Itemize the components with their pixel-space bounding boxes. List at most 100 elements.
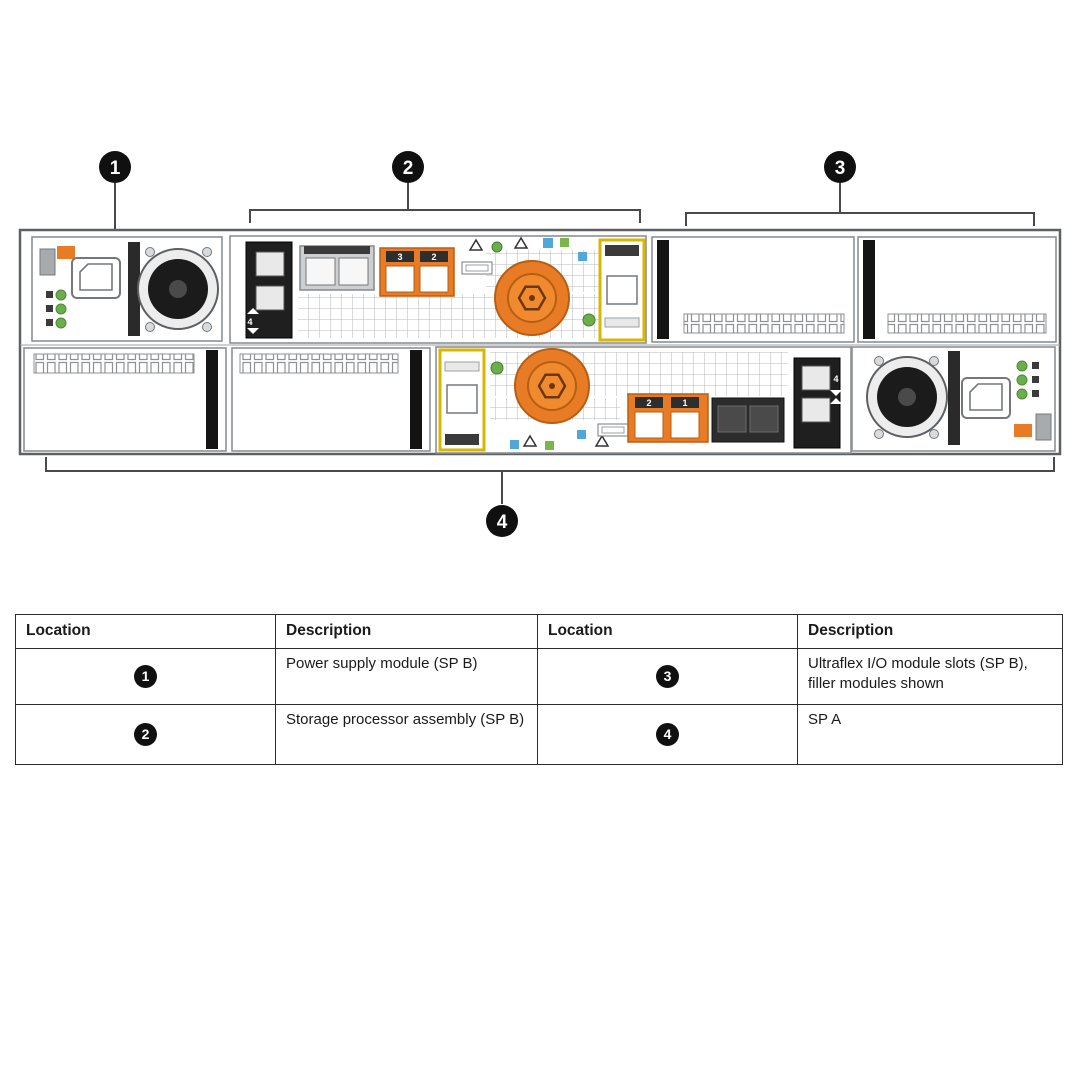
- sfp-cage: [711, 397, 785, 443]
- callout-2-number: 2: [403, 158, 414, 179]
- callout-4: 4: [45, 457, 1055, 537]
- filler-module-bottom-mid: [231, 347, 431, 452]
- sas-ports-module: 4: [793, 357, 842, 449]
- screw-icon: [874, 356, 884, 366]
- led-green-icon: [491, 241, 503, 253]
- callout-badge-4: 4: [656, 722, 679, 746]
- psu-connector: [1035, 413, 1052, 441]
- ethernet-ports-orange: 3 2: [379, 247, 455, 297]
- warning-triangle-icon: [513, 236, 529, 249]
- legend-header-row: Location Description Location Descriptio…: [15, 614, 1063, 649]
- location-cell: 2: [15, 703, 276, 765]
- warning-triangle-icon: [594, 434, 610, 447]
- callout-4-bracket: [45, 457, 1055, 472]
- led-green-icon: [490, 361, 504, 375]
- green-marker-icon: [545, 441, 554, 450]
- locking-knob: [494, 260, 570, 336]
- location-cell: 1: [15, 647, 276, 705]
- filler-latch-bar: [410, 350, 422, 449]
- filler-module-top-right: [857, 236, 1057, 343]
- callout-2-bracket: [249, 209, 641, 223]
- callout-3: 3: [685, 151, 1035, 226]
- screw-icon: [145, 322, 155, 332]
- blue-marker-icon: [543, 238, 553, 248]
- port-number: 2: [431, 252, 436, 262]
- location-cell: 4: [537, 703, 798, 765]
- ac-inlet: [961, 377, 1011, 419]
- arrow-down-icon: [247, 328, 259, 334]
- screw-icon: [929, 429, 939, 439]
- callout-2: 2: [249, 151, 641, 223]
- ethernet-ports-orange: 2 1: [627, 393, 709, 443]
- description-cell: Power supply module (SP B): [275, 647, 538, 705]
- col-header-description-left: Description: [275, 614, 538, 649]
- legend-table-wrap: Location Description Location Descriptio…: [15, 614, 1063, 765]
- psu-connector: [39, 248, 56, 276]
- screw-icon: [874, 429, 884, 439]
- arrow-down-icon: [830, 390, 842, 396]
- storage-processor-spb: 4 3 2: [229, 235, 647, 344]
- arrow-up-icon: [830, 398, 842, 404]
- psu-handle-bar: [128, 242, 140, 336]
- filler-module-bottom-left: [23, 347, 227, 452]
- sas-port-label: 4: [247, 317, 252, 327]
- filler-vents: [33, 353, 195, 374]
- description-cell: Ultraflex I/O module slots (SP B), fille…: [797, 647, 1063, 705]
- filler-module-top-left: [651, 236, 855, 343]
- hardware-rear-view-diagram: 1 2 3 4: [18, 151, 1062, 537]
- psu-handle-bar: [948, 351, 960, 445]
- warning-triangle-icon: [522, 434, 538, 447]
- psu-led-indicators: [46, 289, 67, 329]
- psu-led-indicators: [1016, 360, 1039, 400]
- legend-row-1: 1 Power supply module (SP B) 3 Ultraflex…: [15, 647, 1063, 705]
- location-cell: 3: [537, 647, 798, 705]
- callout-badge-2: 2: [134, 722, 157, 746]
- sas-port-label: 4: [833, 374, 838, 384]
- sas-ports-module: 4: [245, 241, 293, 339]
- status-icons: [510, 430, 610, 450]
- callout-badge-3: 3: [656, 664, 679, 688]
- filler-vents: [239, 353, 399, 374]
- ac-inlet: [71, 257, 121, 299]
- callout-3-number: 3: [835, 158, 846, 179]
- power-supply-module-spb: [31, 236, 223, 342]
- callout-1-number: 1: [110, 158, 121, 179]
- power-supply-module-spa: [851, 346, 1056, 452]
- legend-table: Location Description Location Descriptio…: [15, 614, 1063, 765]
- screw-icon: [145, 247, 155, 257]
- description-cell: SP A: [797, 703, 1063, 765]
- col-header-location-left: Location: [15, 614, 276, 649]
- psu-fan: [137, 247, 219, 332]
- management-port-module: [438, 348, 486, 452]
- status-icons: [468, 236, 587, 261]
- callout-3-bracket: [685, 212, 1035, 226]
- callout-3-badge: [824, 151, 856, 183]
- usb-port-inner: [465, 264, 489, 272]
- screw-icon: [929, 356, 939, 366]
- callout-4-number: 4: [497, 512, 508, 533]
- psu-latch: [1014, 424, 1032, 437]
- vent-grid: [298, 294, 638, 338]
- usb-port-inner: [601, 426, 625, 434]
- storage-processor-spa: 2 1 4: [435, 346, 852, 454]
- management-port-module: [598, 238, 646, 342]
- port-number: 3: [397, 252, 402, 262]
- port-number: 1: [682, 398, 687, 408]
- callout-badge-1: 1: [134, 664, 157, 688]
- col-header-description-right: Description: [797, 614, 1063, 649]
- filler-vents: [887, 313, 1047, 334]
- blue-marker-icon: [578, 252, 587, 261]
- green-marker-icon: [560, 238, 569, 247]
- blue-marker-icon: [577, 430, 586, 439]
- sfp-cage: [299, 245, 375, 291]
- col-header-location-right: Location: [537, 614, 798, 649]
- locking-knob: [514, 348, 590, 424]
- callout-1: 1: [99, 151, 131, 231]
- arrow-up-icon: [247, 308, 259, 314]
- hex-socket-icon: [517, 285, 547, 311]
- callout-2-badge: [392, 151, 424, 183]
- filler-latch-bar: [657, 240, 669, 339]
- warning-triangle-icon: [468, 238, 484, 251]
- port-number: 2: [646, 398, 651, 408]
